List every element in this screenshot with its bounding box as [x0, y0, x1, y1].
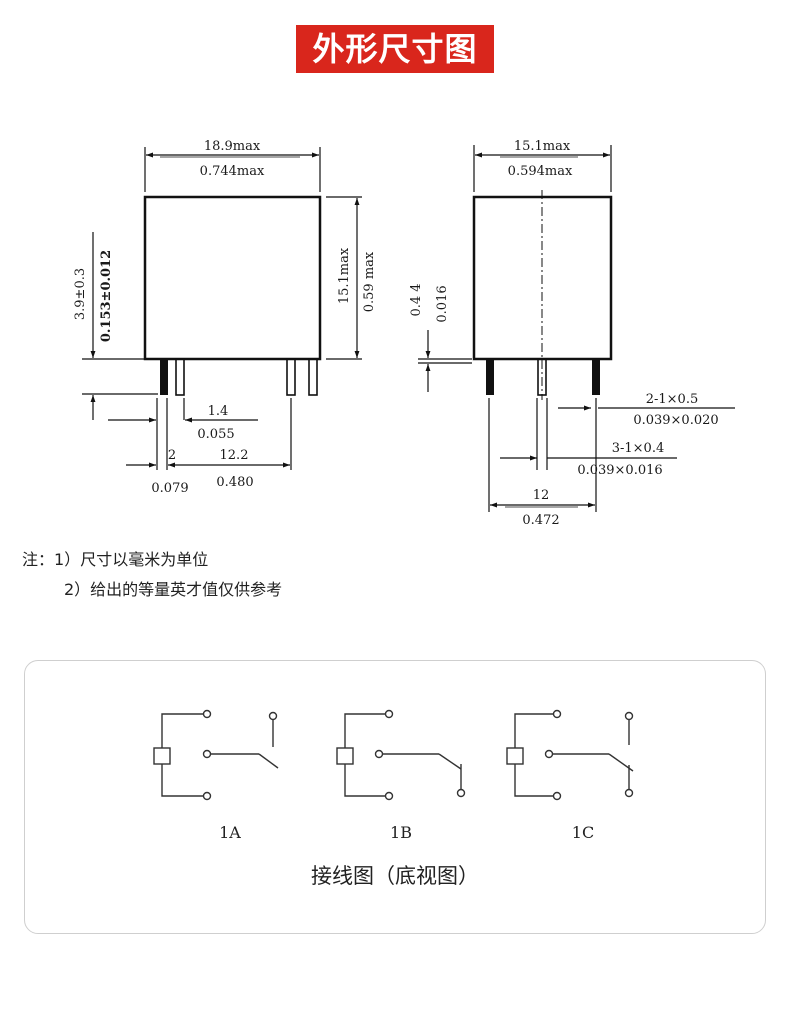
- note-2: 2）给出的等量英才值仅供参考: [64, 580, 283, 599]
- wiring-1a: [153, 709, 279, 801]
- front-height-mm: 15.1max: [337, 247, 352, 304]
- side-view: [418, 145, 735, 512]
- front-width-in: 0.744max: [200, 164, 265, 179]
- pin-pitch-mm: 1.4: [208, 404, 229, 419]
- wiring-1c: [506, 709, 634, 801]
- pin: [308, 358, 318, 396]
- wiring-diagrams: 1A 1B 1C: [153, 709, 634, 842]
- pin-b-mm: 3-1×0.4: [612, 441, 665, 456]
- pin-a-in: 0.039×0.020: [633, 413, 718, 428]
- pin-span-mm: 12.2: [220, 448, 249, 463]
- note-prefix: 注：: [22, 550, 55, 569]
- note-1: 注：1）尺寸以毫米为单位: [22, 545, 282, 575]
- side-span-mm: 12: [533, 488, 550, 503]
- coil: [336, 747, 354, 765]
- front-height-in: 0.59 max: [362, 251, 377, 312]
- side-width-mm: 15.1max: [514, 139, 571, 154]
- front-view: [82, 147, 362, 470]
- wiring-label-1b: 1B: [390, 823, 412, 842]
- side-span-in: 0.472: [522, 513, 559, 528]
- pin-a-mm: 2-1×0.5: [646, 392, 699, 407]
- pin-pitch-in: 0.055: [197, 427, 234, 442]
- note-line1: 1）尺寸以毫米为单位: [54, 550, 209, 569]
- wiring-caption: 接线图（底视图）: [311, 864, 479, 888]
- side-width-in: 0.594max: [508, 164, 573, 179]
- page-title: 外形尺寸图: [296, 25, 494, 73]
- pin: [175, 358, 185, 396]
- pin-span-in: 0.480: [216, 475, 253, 490]
- wiring-label-1a: 1A: [219, 823, 241, 842]
- pin: [592, 359, 600, 395]
- pin-offset-mm: 2: [168, 448, 176, 463]
- wiring-label-1c: 1C: [572, 823, 594, 842]
- base-mm: 0.4 4: [409, 283, 424, 316]
- front-width-mm: 18.9max: [204, 139, 261, 154]
- standoff-in: 0.153±0.012: [99, 250, 114, 342]
- pin-offset-in: 0.079: [151, 481, 188, 496]
- notes: 注：1）尺寸以毫米为单位 2）给出的等量英才值仅供参考: [22, 545, 282, 605]
- pin: [160, 359, 168, 395]
- standoff-mm: 3.9±0.3: [73, 268, 88, 320]
- pin: [537, 358, 547, 396]
- pin: [486, 359, 494, 395]
- coil: [153, 747, 171, 765]
- wiring-panel: 1A 1B 1C 接线图（底视图）: [24, 660, 766, 934]
- dimension-drawing: 18.9max 0.744max 15.1max 0.59 max 3.9±0.…: [73, 139, 735, 528]
- base-in: 0.016: [435, 285, 450, 322]
- pin: [286, 358, 296, 396]
- wiring-1b: [336, 709, 466, 801]
- pin-b-in: 0.039×0.016: [577, 463, 662, 478]
- relay-body-front: [143, 195, 322, 361]
- coil: [506, 747, 524, 765]
